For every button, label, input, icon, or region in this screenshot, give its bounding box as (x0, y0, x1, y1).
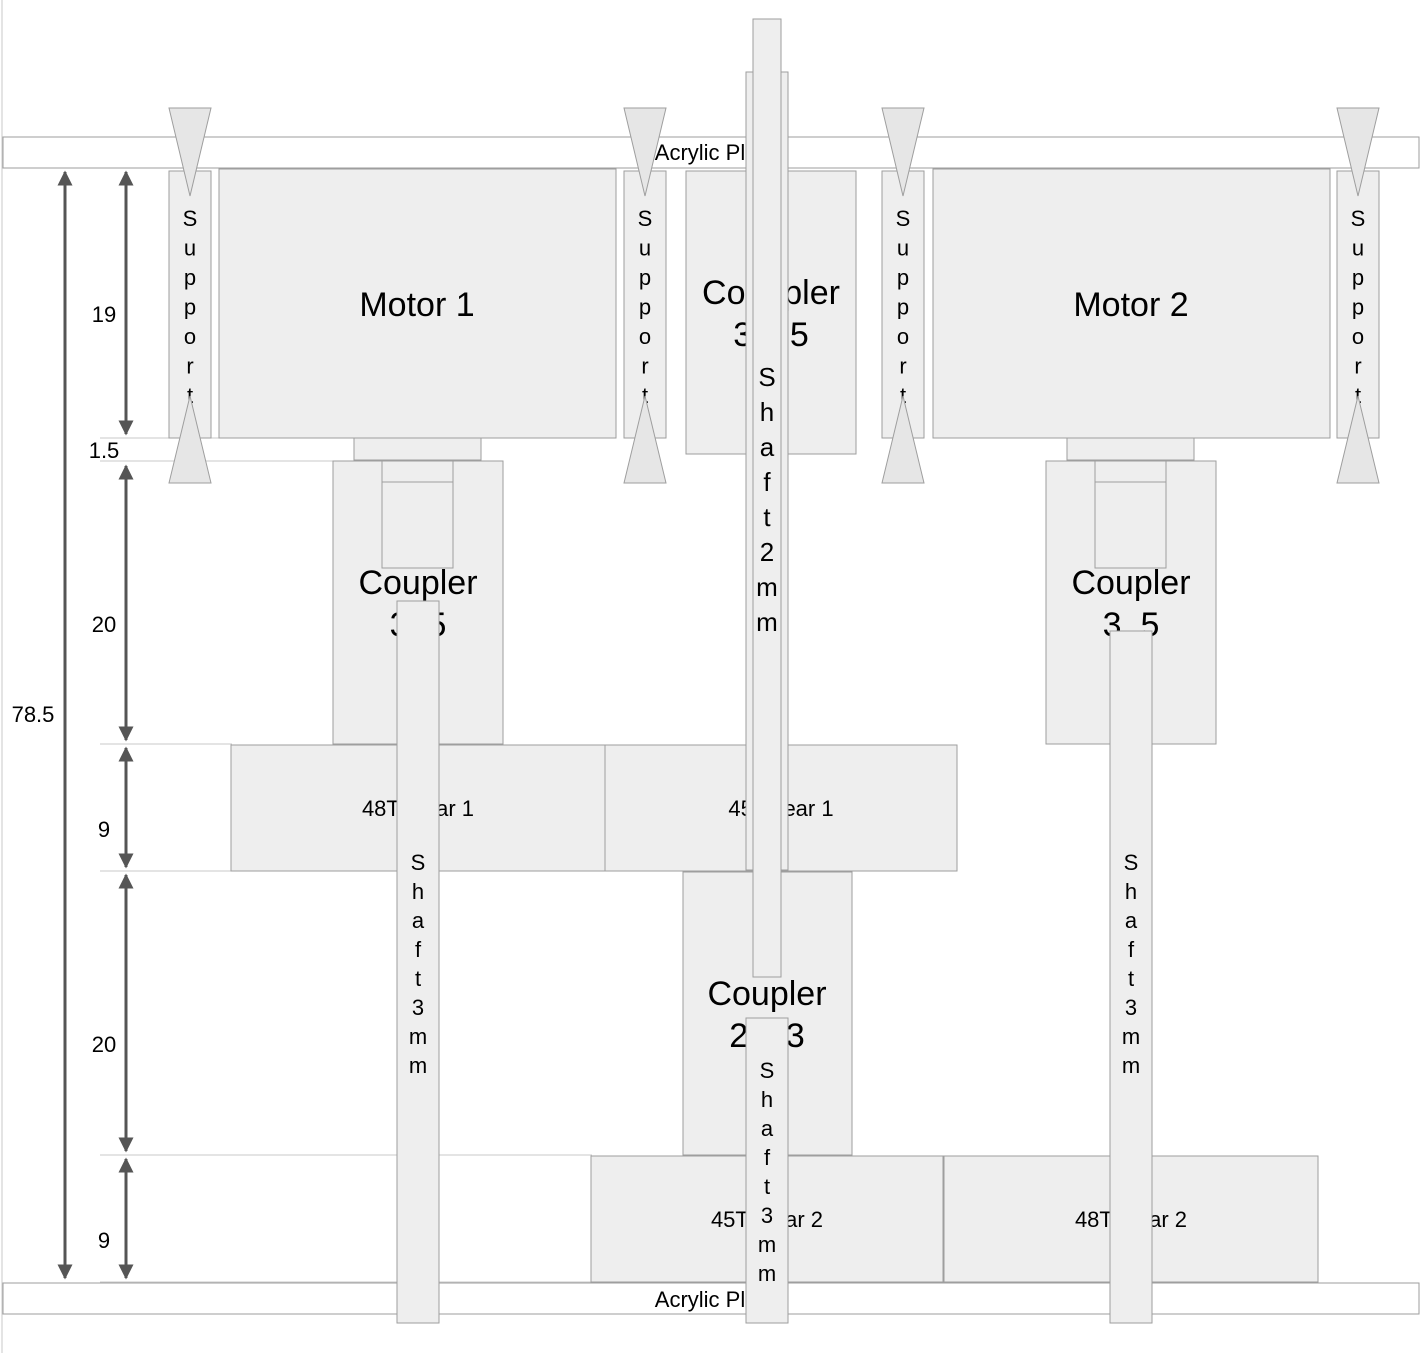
motor-1-hub (353, 437, 482, 461)
svg-text:Acrylic Pl: Acrylic Pl (655, 140, 745, 165)
svg-text:Coupler: Coupler (707, 975, 826, 1013)
motor-2-hub (1066, 437, 1195, 461)
acrylic-plate-top: Acrylic Pl (2, 136, 1420, 169)
dim-motor: 19 (92, 302, 116, 327)
dim-gear-lower: 9 (98, 1228, 110, 1253)
svg-text:Acrylic Pl: Acrylic Pl (655, 1287, 745, 1312)
dim-coupler-upper: 20 (92, 612, 116, 637)
svg-text:Coupler: Coupler (1071, 564, 1190, 602)
dim-coupler-lower: 20 (92, 1032, 116, 1057)
svg-text:Coupler: Coupler (358, 564, 477, 602)
acrylic-plate-bottom: Acrylic Pl (2, 1282, 1420, 1315)
dim-total: 78.5 (12, 702, 55, 727)
support-pins (168, 107, 1380, 484)
dimension-arrows (57, 170, 134, 1280)
dim-gear-upper: 9 (98, 817, 110, 842)
motor-1: Motor 1 (218, 168, 617, 439)
motor-2: Motor 2 (932, 168, 1331, 439)
svg-text:Motor 1: Motor 1 (359, 286, 474, 324)
svg-text:Motor 2: Motor 2 (1073, 286, 1188, 324)
dim-gap: 1.5 (89, 438, 120, 463)
dimension-values: 78.5 19 1.5 20 9 20 9 (12, 302, 120, 1253)
